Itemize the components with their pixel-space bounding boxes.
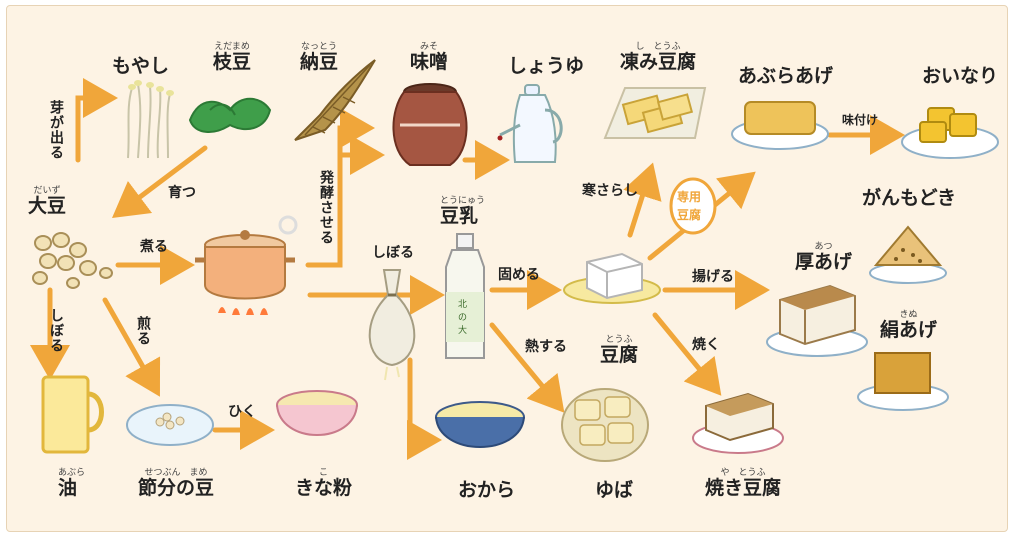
action-iru: 煎る <box>135 316 151 346</box>
label-koori-tofu: し とうふ凍み豆腐 <box>620 42 697 73</box>
frozen-tofu-icon <box>603 87 707 139</box>
label-tonyu: とうにゅう豆乳 <box>440 196 486 227</box>
action-katameru: 固める <box>498 267 540 283</box>
label-shoyu: しょうゆ <box>508 55 585 77</box>
roasted-beans-icon <box>126 404 214 446</box>
arrow-ferment <box>305 135 385 268</box>
miso-pot-icon <box>392 83 468 166</box>
inari-icon <box>901 107 999 159</box>
action-yaku: 焼く <box>692 337 720 353</box>
label-ganmodoki: がんもどき <box>862 187 957 209</box>
arrow-sprout <box>75 78 118 163</box>
atsuage-icon <box>766 284 868 357</box>
bean-sprouts-icon <box>127 80 174 159</box>
label-atsuage: あつ厚あげ <box>795 242 853 273</box>
label-kinako: こきな粉 <box>295 468 353 499</box>
soybeans-icon <box>32 232 113 289</box>
label-okara: おから <box>458 479 516 501</box>
natto-icon <box>294 59 376 141</box>
arrow-heat <box>489 322 565 413</box>
action-ajitsuke: 味付け <box>842 113 879 127</box>
action-shiboru-tonyu: しぼる <box>372 245 414 261</box>
action-senyo-tofu: 豆腐 <box>677 208 702 222</box>
action-ageru: 揚げる <box>692 269 734 285</box>
svg-text:の: の <box>458 313 467 323</box>
yuba-icon <box>561 388 649 462</box>
arrow-roast <box>102 297 161 397</box>
okara-bowl-icon <box>435 401 525 448</box>
svg-text:北: 北 <box>458 299 467 310</box>
action-nessuru: 熱する <box>525 339 567 355</box>
soy-sauce-pitcher-icon <box>497 84 563 163</box>
cooking-pot-icon <box>195 215 298 315</box>
label-aburaage: あぶらあげ <box>738 65 834 87</box>
label-moyashi: もやし <box>112 55 170 77</box>
tofu-block-icon <box>563 252 661 304</box>
label-abura: あぶら油 <box>58 468 86 499</box>
label-daizu: だいず大豆 <box>28 186 67 217</box>
cloth-bag-icon <box>368 269 416 381</box>
action-shiboru-abura: しぼる <box>48 308 64 353</box>
arrow-kansarashi <box>623 162 662 238</box>
action-mega-deru: 芽が出る <box>48 100 64 160</box>
fried-tofu-icon <box>731 101 829 150</box>
label-tofu: とうふ豆腐 <box>600 335 639 366</box>
action-hiku: ひく <box>228 404 256 420</box>
label-yakidofu: や とうふ焼き豆腐 <box>705 468 782 499</box>
label-oinari: おいなり <box>922 65 999 87</box>
label-edamame: えだまめ枝豆 <box>213 42 252 73</box>
svg-text:大: 大 <box>458 324 467 336</box>
action-senyo: 専用 <box>677 190 702 204</box>
arrow-grill <box>652 312 722 396</box>
soy-milk-bottle-icon: 北 の 大 <box>445 233 485 359</box>
label-kinuage: きぬ絹あげ <box>880 310 938 341</box>
special-tofu-circle <box>669 177 717 235</box>
ganmodoki-icon <box>869 225 947 284</box>
action-sodatsu: 育つ <box>168 185 196 201</box>
edamame-icon <box>188 97 272 133</box>
arrow-okara <box>407 357 442 460</box>
label-miso: みそ味噌 <box>410 42 449 73</box>
action-hakko: 発酵させる <box>318 170 334 245</box>
label-setsubun: せつぶん まめ節分の豆 <box>138 468 215 499</box>
label-yuba: ゆば <box>595 479 634 501</box>
label-natto: なっとう納豆 <box>300 42 339 73</box>
action-kansarashi: 寒さらし <box>582 183 638 199</box>
action-niru: 煮る <box>140 239 168 255</box>
kinako-bowl-icon <box>276 390 358 436</box>
arrow-ferment-natto <box>337 108 375 158</box>
grilled-tofu-icon <box>692 392 784 454</box>
oil-glass-icon <box>41 375 104 454</box>
arrow-grow <box>112 145 208 219</box>
kinuage-icon <box>857 352 949 411</box>
